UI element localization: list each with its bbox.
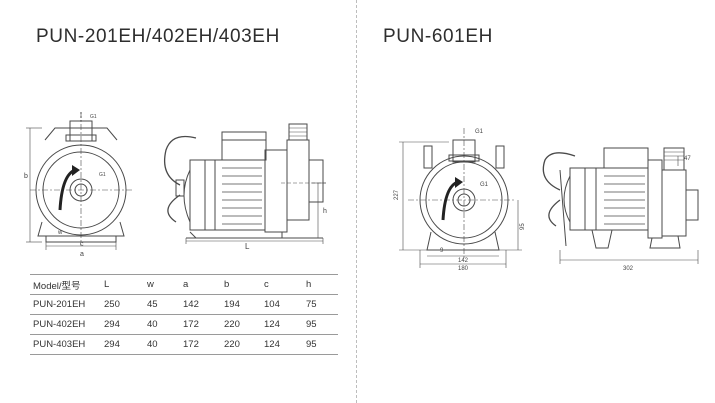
header-w: w bbox=[144, 274, 180, 295]
dim-c-label: c bbox=[80, 241, 84, 248]
right-side-terminal-box bbox=[603, 147, 649, 169]
spec-table: Model/型号 L w a b c h PUN-201EH 250 45 14… bbox=[30, 274, 338, 355]
table-row: PUN-201EH 250 45 142 194 104 75 bbox=[30, 294, 338, 315]
table-row: PUN-402EH 294 40 172 220 124 95 bbox=[30, 314, 338, 335]
right-model-title: PUN-601EH bbox=[383, 26, 493, 47]
table-cell: 95 bbox=[303, 314, 338, 335]
left-inlet-label: G1 bbox=[99, 172, 106, 178]
left-model-title: PUN-201EH/402EH/403EH bbox=[36, 26, 280, 47]
header-c: c bbox=[261, 274, 303, 295]
table-cell: 40 bbox=[144, 314, 180, 335]
table-cell: 250 bbox=[101, 294, 144, 315]
dim-b-label: b bbox=[24, 173, 28, 180]
right-base-width-label: 180 bbox=[458, 266, 469, 272]
dim-a-label: a bbox=[80, 251, 84, 258]
left-side-view bbox=[163, 123, 326, 244]
left-side-terminal-box bbox=[221, 131, 267, 161]
header-a: a bbox=[180, 274, 221, 295]
right-side-view bbox=[542, 147, 699, 264]
table-cell: 220 bbox=[221, 334, 261, 355]
right-height-label: 227 bbox=[394, 189, 400, 200]
table-cell: PUN-201EH bbox=[30, 294, 101, 315]
table-cell: 172 bbox=[180, 334, 221, 355]
spec-table-header: Model/型号 L w a b c h bbox=[30, 274, 338, 295]
table-cell: 294 bbox=[101, 314, 144, 335]
right-rotation-arrow-icon bbox=[441, 180, 459, 221]
table-cell: 40 bbox=[144, 334, 180, 355]
header-h: h bbox=[303, 274, 338, 295]
left-side-cable bbox=[163, 135, 197, 186]
table-cell: 124 bbox=[261, 314, 303, 335]
table-cell: 75 bbox=[303, 294, 338, 315]
table-cell: 142 bbox=[180, 294, 221, 315]
left-side-motor bbox=[189, 159, 266, 231]
right-centre-height-label: 95 bbox=[520, 223, 526, 230]
right-length-label: 302 bbox=[623, 266, 634, 272]
panel-divider bbox=[356, 0, 357, 403]
table-cell: 45 bbox=[144, 294, 180, 315]
header-model: Model/型号 bbox=[30, 274, 101, 295]
right-side-pump-head bbox=[661, 169, 687, 237]
table-cell: 104 bbox=[261, 294, 303, 315]
dim-h-label: h bbox=[323, 208, 327, 215]
right-outlet-label: G1 bbox=[475, 129, 484, 135]
left-outlet-label: G1 bbox=[90, 114, 97, 120]
header-L: L bbox=[101, 274, 144, 295]
table-cell: 294 bbox=[101, 334, 144, 355]
table-cell: PUN-402EH bbox=[30, 314, 101, 335]
table-cell: 95 bbox=[303, 334, 338, 355]
table-row: PUN-403EH 294 40 172 220 124 95 bbox=[30, 334, 338, 355]
header-b: b bbox=[221, 274, 261, 295]
right-outlet-offset-label: 47 bbox=[684, 156, 691, 162]
table-cell: PUN-403EH bbox=[30, 334, 101, 355]
right-front-view bbox=[399, 128, 522, 268]
table-cell: 124 bbox=[261, 334, 303, 355]
right-inlet-label: G1 bbox=[480, 182, 489, 188]
right-side-cable bbox=[542, 152, 576, 191]
right-foot-spacing-label: 142 bbox=[458, 258, 469, 264]
dim-L-label: L bbox=[245, 242, 250, 251]
table-cell: 172 bbox=[180, 314, 221, 335]
table-cell: 194 bbox=[221, 294, 261, 315]
right-side-motor bbox=[569, 167, 649, 231]
table-cell: 220 bbox=[221, 314, 261, 335]
left-side-pump-head bbox=[286, 139, 310, 221]
right-hole-label: 9 bbox=[440, 248, 444, 254]
dim-w-label: w bbox=[57, 230, 63, 236]
